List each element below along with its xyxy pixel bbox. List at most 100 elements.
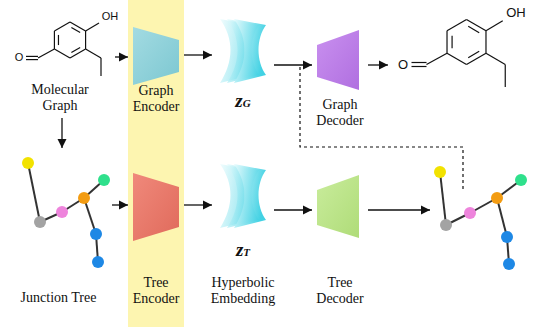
tree-node <box>491 192 503 204</box>
tree-node <box>515 174 527 186</box>
bond-line <box>26 56 38 57</box>
network-block-shape <box>317 175 359 238</box>
bond-line <box>486 21 503 31</box>
highlight-band <box>128 0 184 327</box>
tree-node <box>434 166 446 178</box>
tree-node <box>92 256 104 268</box>
flow-arrow <box>112 204 128 205</box>
tree-node <box>440 219 452 231</box>
bond-line <box>100 58 101 76</box>
bond-line <box>447 53 466 64</box>
block-label: Tree Decoder <box>316 275 363 307</box>
bond-line <box>26 59 38 60</box>
label-holder: OH <box>70 10 150 23</box>
output-junction-tree <box>434 166 527 270</box>
output-arrow <box>368 209 430 210</box>
tree-node <box>90 228 102 240</box>
flow-arrow <box>61 118 62 148</box>
block-label: Junction Tree <box>21 290 97 306</box>
encoder-block: Tree Encoder <box>128 165 184 310</box>
output-molecule <box>412 20 506 88</box>
atom-label: OH <box>102 10 119 23</box>
bond-line <box>70 49 86 58</box>
network-block-shape <box>133 27 179 85</box>
molecular-graph-picture <box>5 0 115 90</box>
tree-edge <box>28 163 40 222</box>
atom-label: O <box>15 51 24 64</box>
junction-tree: Junction Tree <box>5 148 112 310</box>
hyperbolic-embedding: zT <box>212 160 274 260</box>
bond-line <box>451 36 452 49</box>
embedding-symbol: zG <box>235 91 250 113</box>
tree-node <box>78 192 90 204</box>
tree-node <box>34 216 46 228</box>
output-arrow <box>368 64 388 65</box>
tree-node <box>22 157 34 169</box>
dashed-guide-line <box>300 67 463 190</box>
network-block-shape <box>317 30 359 90</box>
network-block-shape <box>133 173 179 241</box>
molecule <box>26 22 101 76</box>
embedding-symbol: zT <box>236 240 250 262</box>
bond-line <box>54 49 70 58</box>
atom-label: OH <box>506 5 526 20</box>
bond-line <box>467 20 486 31</box>
decoder-block: Tree Decoder <box>312 170 368 310</box>
hyperbolic-embedding-picture <box>212 15 274 89</box>
encoder-block-picture <box>128 20 184 90</box>
tree-node <box>503 258 515 270</box>
label-holder: O <box>0 51 59 64</box>
atom-label: O <box>398 57 408 72</box>
block-label: Molecular Graph <box>31 82 89 114</box>
encoder-block: Graph Encoder <box>128 20 184 120</box>
bond-line <box>427 53 448 64</box>
bond-line <box>467 53 486 64</box>
flow-arrow <box>184 54 212 55</box>
bond-line <box>38 49 54 58</box>
flow-arrow <box>184 204 212 205</box>
block-label: Graph Decoder <box>316 97 363 129</box>
embedding-sheet <box>234 164 266 228</box>
bond-line <box>54 22 70 31</box>
junction-tree-picture <box>5 148 112 273</box>
block-label: Graph Encoder <box>133 83 180 115</box>
embedding-sheet <box>234 19 266 83</box>
flow-arrow <box>274 64 312 65</box>
bond-line <box>85 31 86 49</box>
bond-line <box>71 27 80 32</box>
bond-line <box>86 49 101 58</box>
encoder-block-picture <box>128 165 184 245</box>
flow-arrow <box>274 209 312 210</box>
bond-line <box>71 47 80 52</box>
bond-line <box>468 26 479 32</box>
label-holder: OH <box>476 5 533 20</box>
tree-node <box>464 207 476 219</box>
hyperbolic-embedding: zG <box>212 15 274 113</box>
label-holder: O <box>363 57 443 72</box>
bond-line <box>86 23 99 31</box>
bond-line <box>412 62 427 63</box>
bond-line <box>412 66 427 67</box>
tree-node <box>56 206 68 218</box>
decoder-block-picture <box>312 25 368 95</box>
bond-line <box>505 65 506 88</box>
caption-label: Hyperbolic Embedding <box>211 275 276 307</box>
tree-node <box>98 174 110 186</box>
flow-arrow <box>115 56 128 57</box>
hyperbolic-embedding-picture <box>212 160 274 234</box>
tree-node <box>501 231 513 243</box>
bond-line <box>70 22 86 31</box>
bond-line <box>468 51 479 57</box>
bond-line <box>486 53 505 64</box>
bond-line <box>58 35 59 45</box>
label-holder: Hyperbolic Embedding <box>203 275 283 307</box>
bond-line <box>54 31 55 49</box>
bond-line <box>447 20 466 31</box>
decoder-block: Graph Decoder <box>312 25 368 125</box>
tree <box>22 157 110 268</box>
bond-line <box>446 31 447 54</box>
bond-line <box>485 31 486 54</box>
decoder-block-picture <box>312 170 368 245</box>
tree-edge <box>497 198 507 237</box>
block-label: Tree Encoder <box>133 275 180 307</box>
